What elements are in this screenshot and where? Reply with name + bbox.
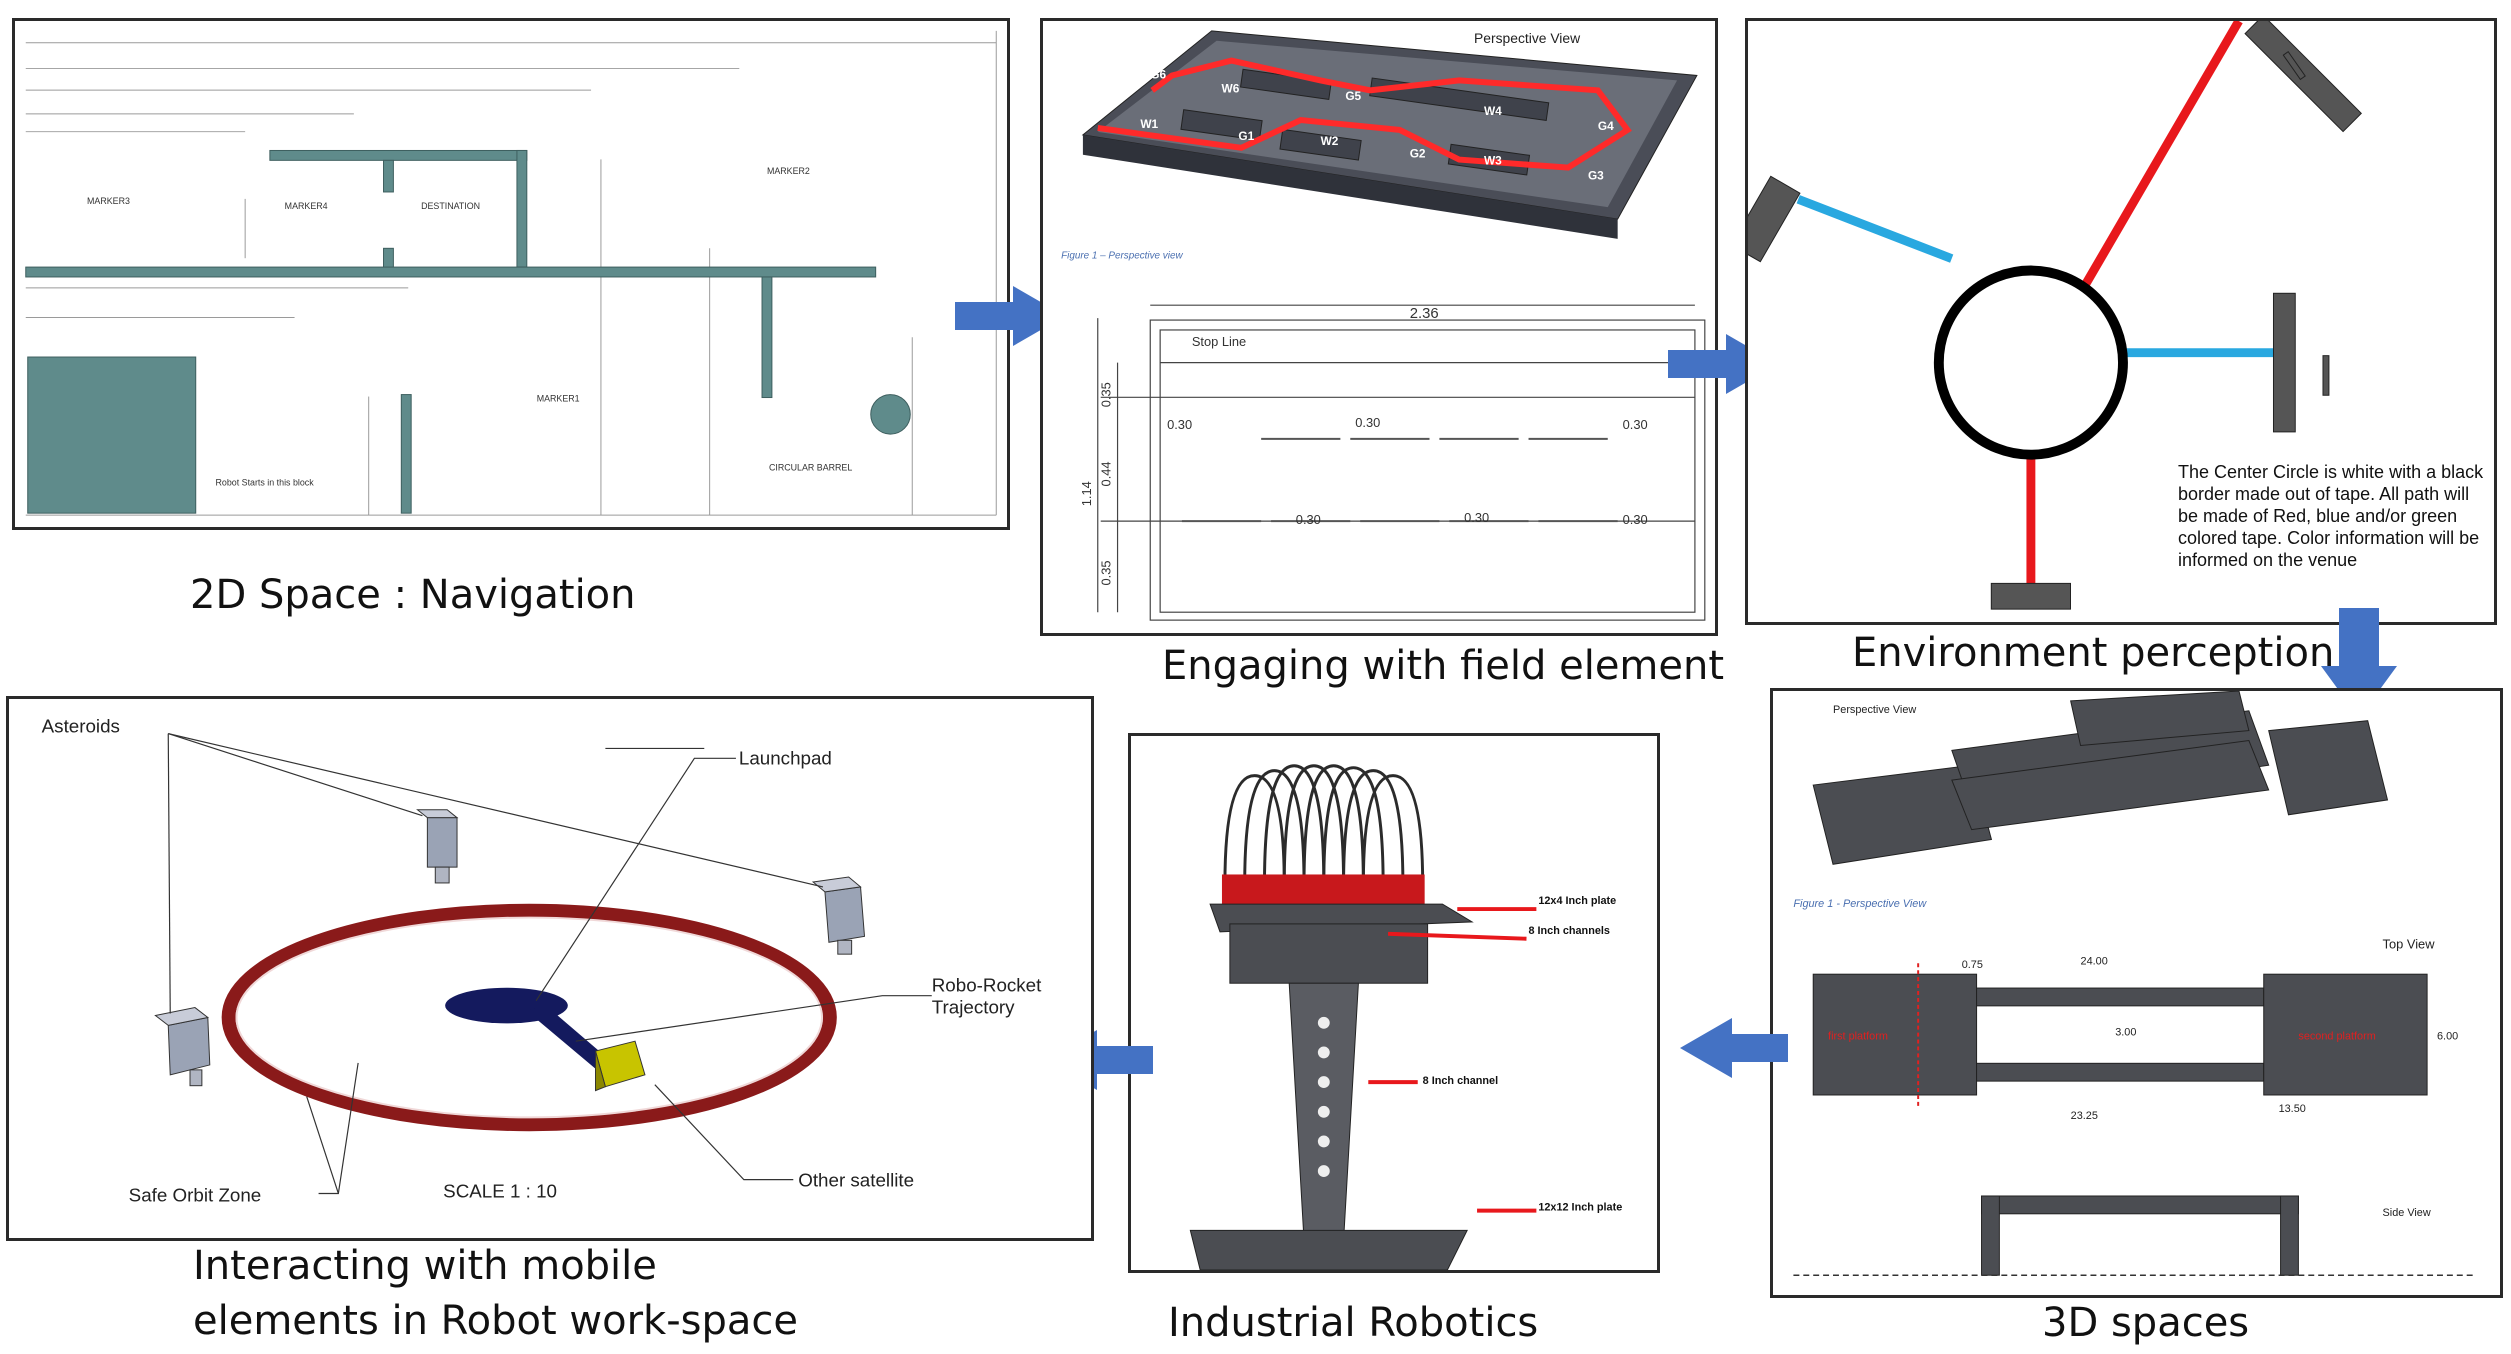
- 3d-spaces-panel: Perspective View Figure 1 - Perspective …: [1770, 688, 2503, 1298]
- dim-300: 3.00: [2115, 1027, 2136, 1039]
- second-platform-label: second platform: [2298, 1031, 2375, 1043]
- launchpad-label: Launchpad: [739, 747, 832, 768]
- caption-mobile-elements-line1: Interacting with mobile: [193, 1243, 657, 1289]
- figure-caption: Figure 1 – Perspective view: [1061, 251, 1183, 262]
- dim-044: 0.44: [1099, 461, 1114, 486]
- first-platform-label: first platform: [1828, 1031, 1888, 1043]
- path-tag-w6: W6: [1222, 81, 1240, 95]
- channels-8in-label: 8 Inch channels: [1528, 925, 1609, 937]
- other-satellite-label: Other satellite: [798, 1170, 914, 1191]
- field-element-drawing: G6 W6 W1 G1 G5 W2 G2 W3 W4 G3 G4 Perspec…: [1061, 30, 1706, 621]
- dim-114: 1.14: [1079, 481, 1094, 506]
- path-tag-g2: G2: [1410, 147, 1426, 161]
- caption-industrial-robotics: Industrial Robotics: [1168, 1300, 1539, 1346]
- mobile-elements-panel: Asteroids Launchpad Robo-Rocket Trajecto…: [6, 696, 1094, 1241]
- path-tag-g3: G3: [1588, 168, 1604, 182]
- dim-1350: 13.50: [2279, 1103, 2306, 1115]
- environment-perception-panel: The Center Circle is white with a black …: [1745, 18, 2497, 625]
- gap-dim-6: 0.30: [1623, 512, 1648, 527]
- gap-dim-3: 0.30: [1623, 417, 1648, 432]
- dim-600: 6.00: [2437, 1031, 2458, 1043]
- path-tag-w3: W3: [1484, 154, 1502, 168]
- caption-mobile-elements-line2: elements in Robot work-space: [193, 1298, 798, 1344]
- path-tag-g4: G4: [1598, 119, 1614, 133]
- plate-12x12-label: 12x12 Inch plate: [1538, 1202, 1622, 1214]
- side-view-label: Side View: [2383, 1207, 2431, 1219]
- top-view-label: Top View: [2383, 936, 2436, 951]
- industrial-robotics-drawing: 12x4 Inch plate 8 Inch channels 8 Inch c…: [1189, 764, 1622, 1270]
- gap-dim-1: 0.30: [1167, 417, 1192, 432]
- asteroids-label: Asteroids: [42, 716, 120, 737]
- gap-dim-5: 0.30: [1464, 510, 1489, 525]
- path-tag-w1: W1: [1140, 117, 1158, 131]
- center-circle-note: The Center Circle is white with a black …: [2178, 462, 2484, 570]
- caption-environment-perception: Environment perception: [1852, 630, 2335, 676]
- caption-field-element: Engaging with field element: [1162, 643, 1725, 689]
- dim-2325: 23.25: [2071, 1110, 2098, 1122]
- industrial-robotics-panel: 12x4 Inch plate 8 Inch channels 8 Inch c…: [1128, 733, 1660, 1273]
- destination-label: DESTINATION: [421, 201, 480, 211]
- robot-start-note: Robot Starts in this block: [216, 477, 315, 487]
- marker2-label: MARKER2: [767, 166, 810, 176]
- caption-3d-spaces: 3D spaces: [2042, 1300, 2250, 1346]
- circular-barrel-label: CIRCULAR BARREL: [769, 463, 852, 473]
- path-tag-g1: G1: [1238, 129, 1254, 143]
- marker3-label: MARKER3: [87, 196, 130, 206]
- robo-rocket-label: Robo-Rocket: [932, 975, 1042, 996]
- gap-dim-2: 0.30: [1355, 415, 1380, 430]
- field-element-panel: G6 W6 W1 G1 G5 W2 G2 W3 W4 G3 G4 Perspec…: [1040, 18, 1718, 636]
- marker1-label: MARKER1: [537, 393, 580, 403]
- flow-arrow-left-icon: [1680, 1018, 1788, 1078]
- channel-8in-label: 8 Inch channel: [1423, 1075, 1498, 1087]
- gap-dim-4: 0.30: [1296, 512, 1321, 527]
- 3d-spaces-drawing: Perspective View Figure 1 - Perspective …: [1793, 691, 2477, 1276]
- scale-label: SCALE 1 : 10: [443, 1180, 557, 1201]
- marker4-label: MARKER4: [285, 201, 328, 211]
- 3d-figure-caption: Figure 1 - Perspective View: [1793, 898, 1927, 910]
- trajectory-label: Trajectory: [932, 996, 1015, 1017]
- stop-line-label: Stop Line: [1192, 334, 1246, 349]
- caption-2d-navigation: 2D Space : Navigation: [190, 572, 636, 618]
- perspective-view-label: Perspective View: [1474, 30, 1581, 46]
- dim-075: 0.75: [1962, 959, 1983, 971]
- path-tag-g5: G5: [1345, 89, 1361, 103]
- environment-perception-drawing: [1748, 21, 2362, 610]
- mobile-elements-drawing: Asteroids Launchpad Robo-Rocket Trajecto…: [42, 716, 1042, 1206]
- field-width-dim: 2.36: [1410, 306, 1439, 322]
- navigation-map-panel: MARKER3 MARKER4 DESTINATION MARKER2 MARK…: [12, 18, 1010, 530]
- plate-12x4-label: 12x4 Inch plate: [1538, 895, 1616, 907]
- flow-arrow-right-icon: [955, 286, 1065, 346]
- path-tag-w2: W2: [1321, 134, 1339, 148]
- safe-orbit-zone-label: Safe Orbit Zone: [129, 1184, 262, 1205]
- 3d-perspective-label: Perspective View: [1833, 704, 1916, 716]
- path-tag-w4: W4: [1484, 104, 1502, 118]
- dim-035-bottom: 0.35: [1099, 560, 1114, 585]
- path-tag-g6: G6: [1150, 67, 1166, 81]
- dim-24: 24.00: [2081, 955, 2108, 967]
- navigation-map-drawing: MARKER3 MARKER4 DESTINATION MARKER2 MARK…: [25, 30, 997, 516]
- dim-035-top: 0.35: [1099, 382, 1114, 407]
